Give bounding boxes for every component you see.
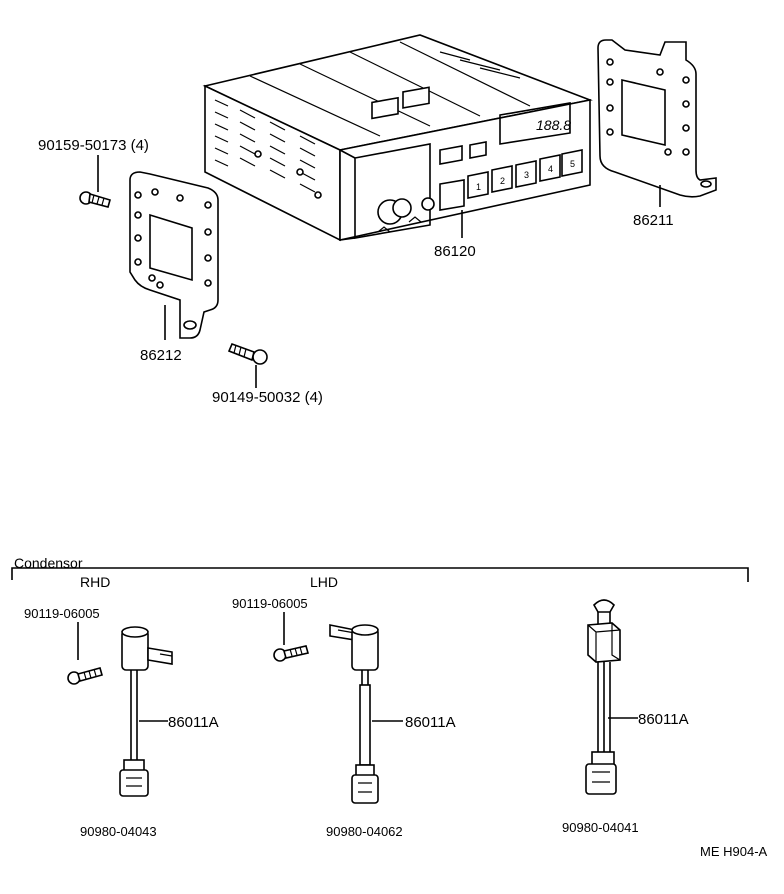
lhd-condenser [329,624,379,804]
rhd-condenser-part-number: 86011A [168,714,219,731]
lhd-screw-part-number: 90119-06005 [232,596,308,611]
screw-bottom-part-number: 90149-50032 (4) [212,389,323,406]
left-bracket [129,171,219,339]
screw-top-icon [79,191,111,208]
preset-3: 3 [524,170,529,180]
rhd-connector-part-number: 90980-04043 [80,824,157,839]
right-bracket [597,39,717,198]
rhd-screw-icon [67,667,103,685]
preset-5: 5 [570,159,575,169]
radio-part-number: 86120 [434,243,476,260]
lhd-condenser-part-number: 86011A [405,714,456,731]
left-bracket-part-number: 86212 [140,347,182,364]
lhd-connector-part-number: 90980-04062 [326,824,403,839]
lhd-screw-icon [273,645,310,662]
rhd-screw-part-number: 90119-06005 [24,606,100,621]
preset-button-group: 1 2 3 4 5 [467,149,583,199]
screw-bottom-icon [227,342,268,365]
third-condenser-part-number: 86011A [638,711,689,728]
display-readout: 188.8 [536,117,571,133]
radio-unit: 188.8 1 2 3 4 5 [202,34,593,242]
screw-top-part-number: 90159-50173 (4) [38,137,149,154]
lhd-heading: LHD [310,574,338,590]
rhd-heading: RHD [80,574,110,590]
preset-4: 4 [548,164,553,174]
diagram-code: ME H904-A [700,844,768,859]
condensor-bracket-line [11,567,749,582]
third-condenser [585,599,621,795]
preset-1: 1 [476,182,481,192]
condensor-heading: Condensor [14,555,83,571]
right-bracket-part-number: 86211 [633,212,674,229]
preset-2: 2 [500,176,505,186]
rhd-condenser [119,626,173,797]
third-connector-part-number: 90980-04041 [562,820,639,835]
